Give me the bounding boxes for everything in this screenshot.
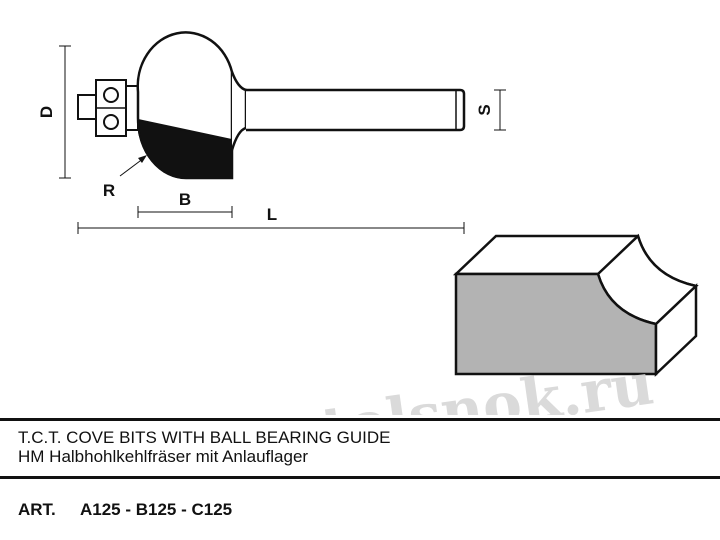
article-label: ART. [18, 500, 56, 519]
bearing-ball-bottom [103, 114, 119, 130]
caption-rule-bottom [0, 476, 720, 479]
watermark: www.stolsnok.ru [121, 349, 657, 415]
radius-r-label: R [103, 181, 115, 200]
bearing-ball-top [103, 87, 119, 103]
radius-r: R [103, 155, 147, 200]
dimension-l: L [77, 205, 465, 234]
ball-bearing [77, 79, 139, 137]
head-to-shank-fillet [230, 71, 248, 151]
workpiece-side-face [654, 283, 698, 377]
shank-outline [246, 88, 466, 132]
article-codes: A125 - B125 - C125 [80, 500, 233, 519]
caption-rule-top [0, 418, 720, 421]
dimension-d-label: D [37, 106, 56, 118]
dimension-d: D [37, 45, 71, 179]
router-bit-diagram: D S R B [37, 31, 699, 415]
dimension-b-label: B [179, 190, 191, 209]
bearing-axle [77, 94, 97, 120]
dimension-s-label: S [475, 104, 494, 115]
cove-profile-workpiece [452, 233, 699, 377]
carbide-cutting-edge [136, 118, 233, 179]
dimension-s: S [475, 89, 506, 131]
cutter-head [136, 31, 248, 180]
article-numbers: ART. A125 - B125 - C125 [18, 500, 232, 520]
radius-r-arrowhead [138, 155, 147, 163]
radius-r-leader [119, 157, 145, 177]
product-title-english: T.C.T. COVE BITS WITH BALL BEARING GUIDE [18, 428, 391, 447]
bearing-collar [125, 85, 139, 131]
product-title-german: HM Halbhohlkehlfräser mit Anlauflager [18, 447, 309, 466]
dimension-b: B [137, 190, 233, 218]
shank [246, 88, 466, 132]
dimension-l-label: L [267, 205, 277, 224]
